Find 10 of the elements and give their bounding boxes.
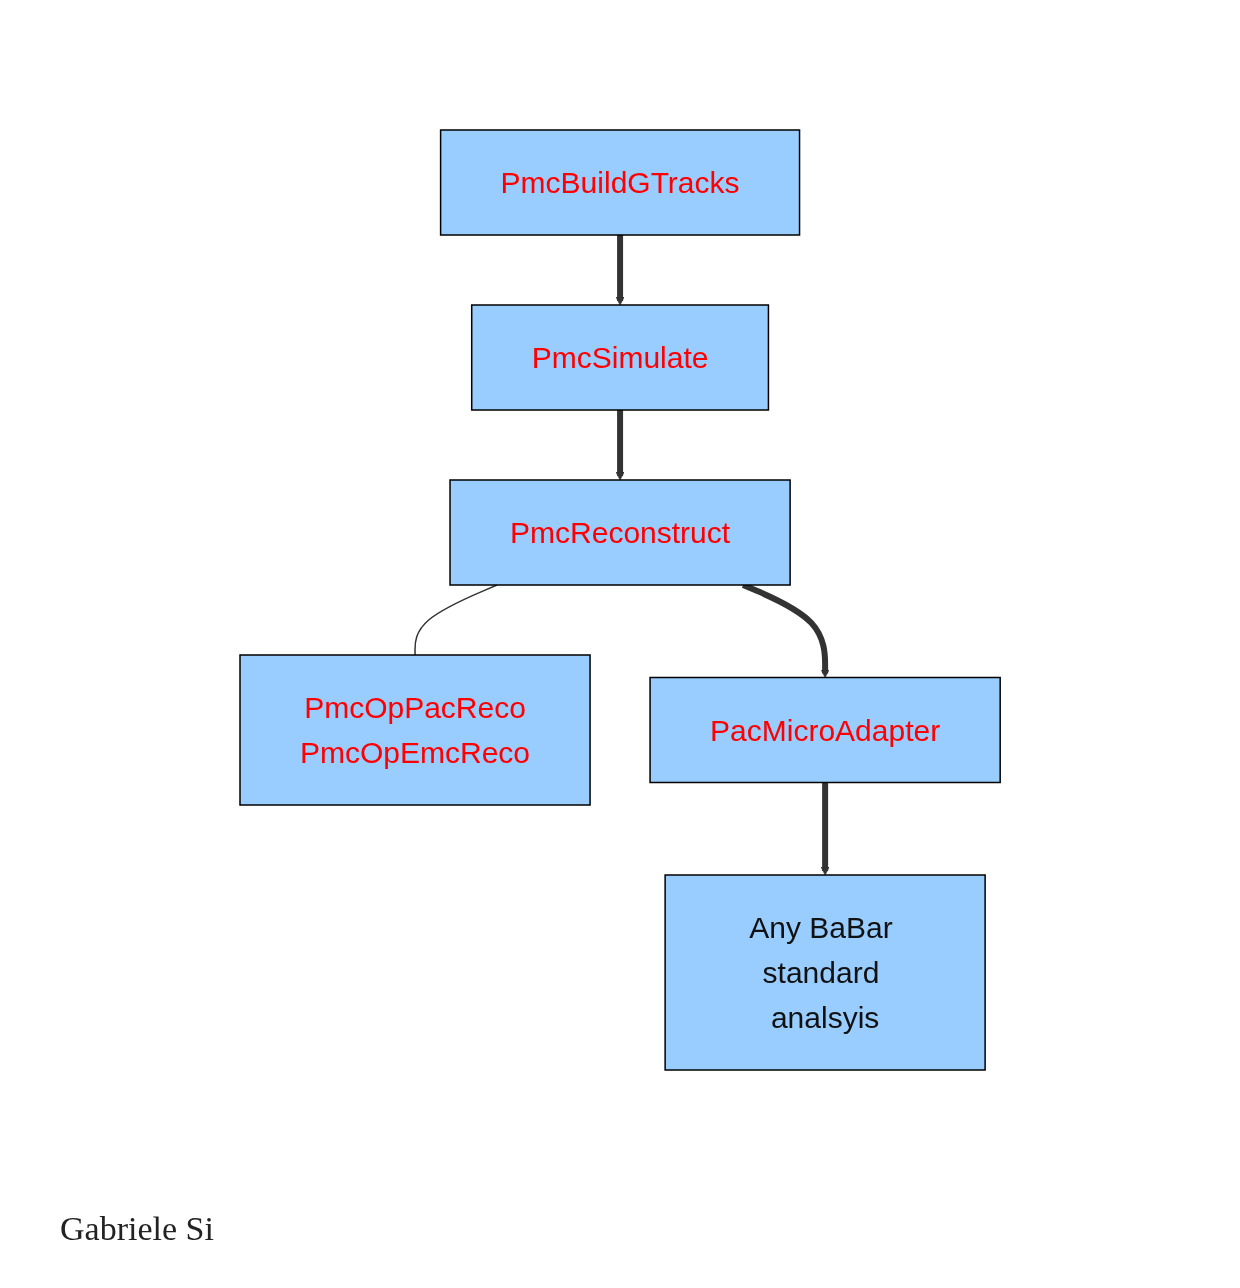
footer-text: Gabriele Si <box>60 1210 215 1248</box>
arrow <box>820 782 830 876</box>
node-box: Any BaBar standard analsyis <box>664 874 986 1071</box>
arrow <box>615 235 625 306</box>
node-box: PmcBuildGTracks <box>439 129 801 236</box>
node-box: PmcOpPacReco PmcOpEmcReco <box>239 654 591 806</box>
arrow <box>615 410 625 481</box>
node-box: PacMicroAdapter <box>649 676 1001 784</box>
node-box: PmcReconstruct <box>449 479 791 586</box>
node-box: PmcSimulate <box>470 304 770 411</box>
